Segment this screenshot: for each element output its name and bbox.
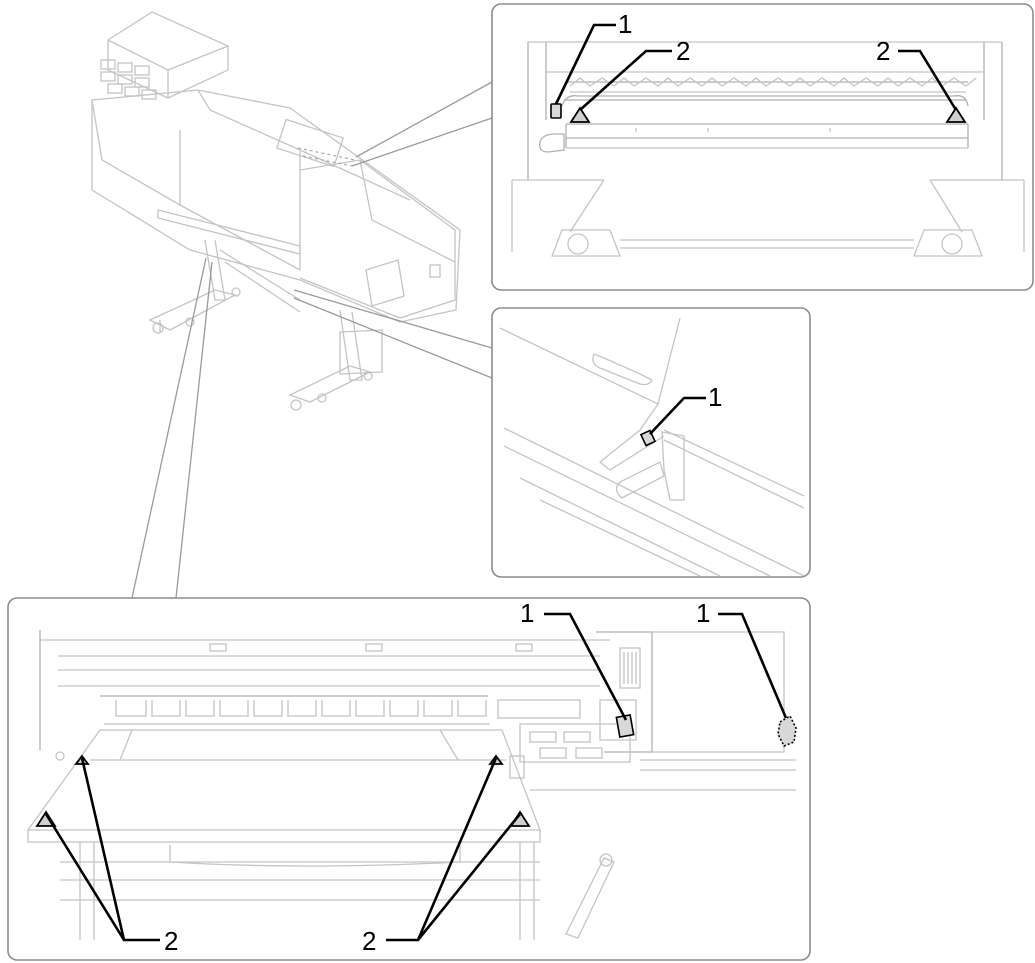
leader-line bbox=[44, 813, 126, 941]
callout-label-1: 1 bbox=[520, 598, 534, 628]
leader-line bbox=[554, 23, 616, 105]
media-guide-marker-left bbox=[569, 106, 591, 123]
callout-label-2: 2 bbox=[676, 36, 690, 66]
pinch-rollers bbox=[100, 695, 490, 725]
bottom-detail-panel: 1 1 2 2 bbox=[7, 597, 811, 961]
leader-line bbox=[898, 49, 958, 111]
leader-line bbox=[579, 49, 672, 111]
leader-line bbox=[718, 612, 788, 719]
middle-detail-panel: 1 bbox=[491, 307, 811, 578]
media-sensor-marker bbox=[550, 103, 562, 119]
top-detail-panel: 1 2 2 bbox=[491, 3, 1034, 291]
zoom-connector-lines bbox=[131, 81, 493, 599]
callout-label-2: 2 bbox=[362, 926, 376, 956]
callout-label-1: 1 bbox=[708, 382, 722, 412]
callout-label-1: 1 bbox=[618, 9, 632, 39]
callout-label-2: 2 bbox=[876, 36, 890, 66]
callout-label-1: 1 bbox=[696, 598, 710, 628]
caster-wheels bbox=[152, 287, 373, 411]
callout-label-2: 2 bbox=[164, 926, 178, 956]
leader-line bbox=[416, 813, 522, 941]
media-sensor-marker bbox=[777, 714, 797, 748]
media-guide-marker-right bbox=[945, 106, 967, 123]
pinch-rollers bbox=[566, 77, 977, 93]
printer-overview-illustration bbox=[91, 11, 461, 411]
leader-line bbox=[544, 612, 628, 721]
leader-line bbox=[649, 396, 706, 435]
